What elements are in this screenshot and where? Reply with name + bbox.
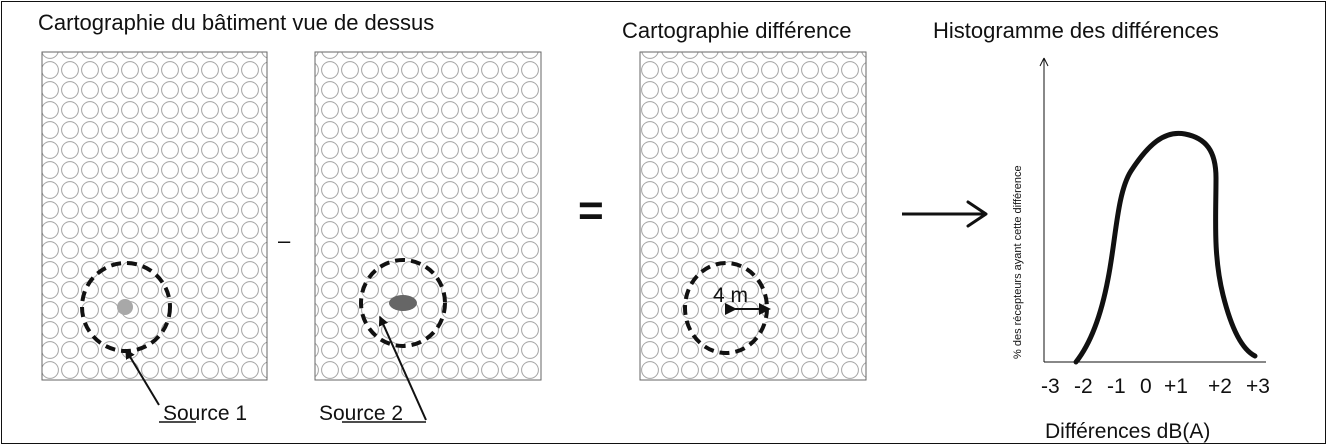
source-2-label: Source 2	[319, 402, 403, 425]
x-tick-minus-1: -1	[1107, 375, 1126, 398]
arrow-head	[966, 200, 988, 228]
circle-grid	[41, 51, 268, 381]
histogram-curve	[1073, 130, 1258, 365]
y-axis-label: % des récepteurs ayant cette différence	[1012, 165, 1024, 359]
source-callouts: Source 1 Source 2	[125, 315, 427, 425]
difference-map-title: Cartographie différence	[622, 18, 852, 43]
x-tick-minus-3: -3	[1041, 375, 1060, 398]
transition-arrow	[902, 200, 988, 228]
map-panel-source-1	[41, 51, 268, 381]
x-tick-plus-3: +3	[1246, 375, 1270, 398]
source-1-label: Source 1	[163, 402, 247, 425]
y-axis-arrow	[1039, 57, 1049, 67]
building-map-title: Cartographie du bâtiment vue de dessus	[38, 10, 434, 35]
x-tick-plus-2: +2	[1208, 375, 1232, 398]
x-tick-minus-2: -2	[1074, 375, 1093, 398]
circle-grid	[639, 51, 867, 381]
circle-grid	[314, 51, 542, 381]
map-panel-source-2	[314, 51, 542, 381]
dashed-influence-circle	[359, 258, 447, 348]
histogram-panel: % des récepteurs ayant cette différence …	[1012, 57, 1270, 443]
x-tick-plus-1: +1	[1164, 375, 1188, 398]
source-2-marker	[389, 295, 417, 311]
source-1-pointer	[125, 348, 160, 406]
histogram-title: Histogramme des différences	[933, 18, 1219, 43]
source-1-marker	[117, 299, 133, 315]
x-tick-zero: 0	[1140, 375, 1152, 398]
source-2-pointer	[378, 315, 427, 421]
equals-operator: =	[578, 186, 604, 235]
difference-map-panel: 4 m	[639, 51, 867, 381]
minus-operator: –	[278, 228, 291, 253]
radius-label: 4 m	[713, 284, 748, 307]
x-axis-label: Différences dB(A)	[1045, 420, 1210, 443]
